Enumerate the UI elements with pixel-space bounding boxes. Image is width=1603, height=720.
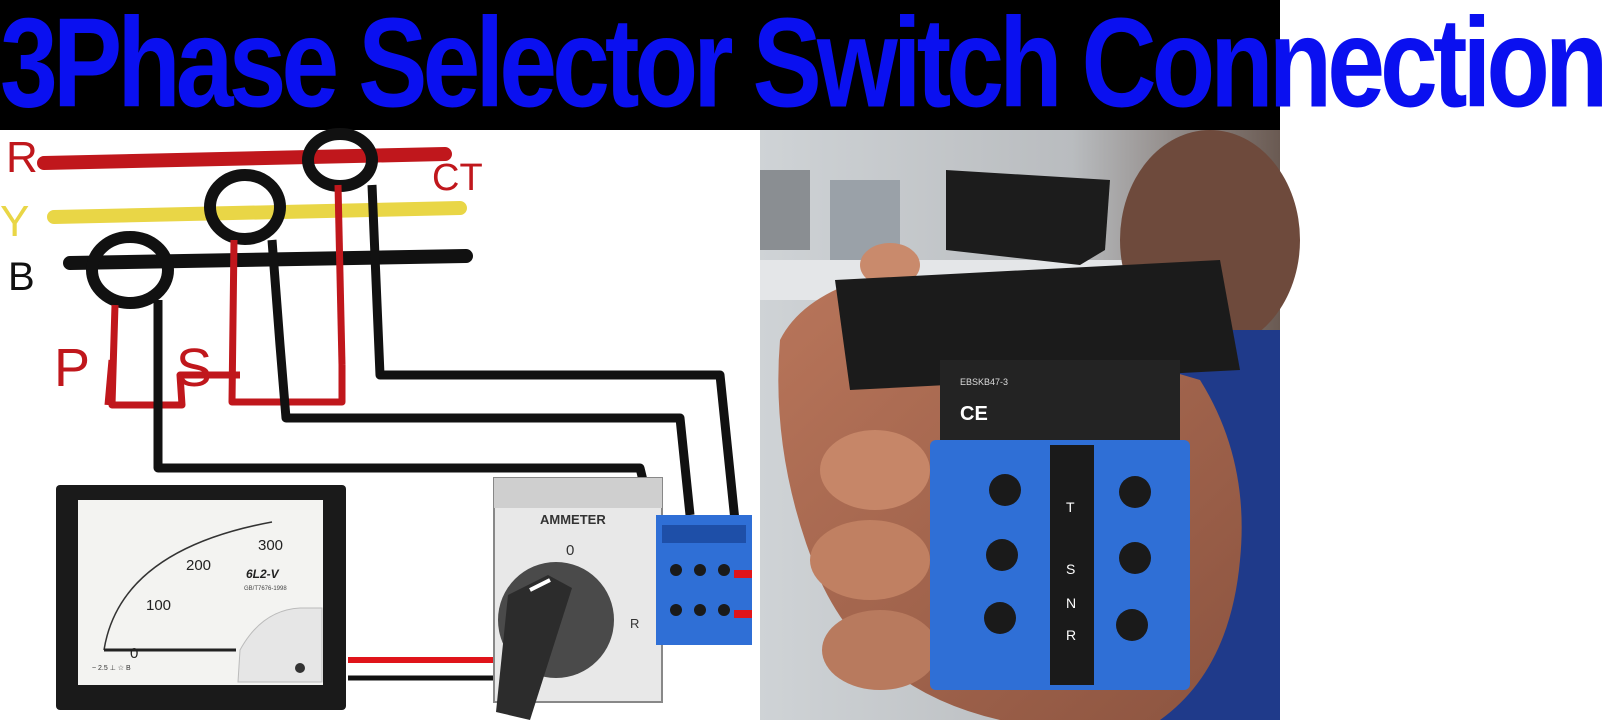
ct-label: CT [432,157,483,199]
photo-terminal-label-n: N [1066,595,1076,611]
selector-terminal-screw-4 [670,604,682,616]
photo-finger-2 [820,430,930,510]
ammeter-scale-0: 0 [130,645,138,662]
selector-position-0: 0 [566,542,574,559]
phase-y-bus [47,201,467,224]
photo-bg-device-1 [760,170,810,250]
photo-terminal-label-s: S [1066,561,1075,577]
photo-switch-handle [946,170,1110,265]
secondary-label: S [176,338,212,398]
selector-knob-handle [496,575,572,720]
page-title: 3Phase Selector Switch Connection [0,0,1603,135]
ct-ring-y [204,169,286,245]
photo-switch-ce: CE [960,403,988,425]
phase-b-bus [63,249,473,270]
selector-label: AMMETER [540,512,606,527]
ct-primary-lead-3 [334,184,346,366]
ammeter-standard: GB/T7676-1998 [244,586,287,592]
selector-red-wire-2 [734,610,752,618]
ammeter-screw [295,663,305,673]
selector-terminal-screw-3 [718,564,730,576]
selector-terminal-screw-5 [694,604,706,616]
phase-y-label: Y [0,197,29,246]
ammeter-scale-300: 300 [258,537,283,554]
photo-finger-4 [822,610,938,690]
phase-r-label: R [6,133,38,182]
ammeter-model: 6L2-V [246,567,280,581]
photo-finger-3 [810,520,930,600]
switch-photo-svg: CE EBSKB47-3 T S N R [760,130,1300,720]
selector-switch: AMMETER 0 R [493,477,752,720]
photo-terminal-label-strip [1050,445,1094,685]
selector-knob-pointer [529,578,551,592]
photo-finger-1 [860,243,920,287]
selector-position-r: R [630,616,639,631]
switch-photo: CE EBSKB47-3 T S N R [760,130,1300,720]
ct-secondary-wire-3 [367,184,743,551]
photo-switch-body [940,360,1180,440]
primary-label: P [54,338,90,398]
photo-terminal-label-r: R [1066,627,1076,643]
selector-terminal-screw-6 [718,604,730,616]
selector-terminal-row [662,525,746,543]
phase-r-bus [37,147,452,170]
selector-plate-header [494,478,662,508]
ammeter: 0 100 200 300 6L2-V GB/T7676-1998 ~ 2.5 … [56,485,346,710]
phase-b-label: B [8,255,35,299]
wiring-diagram: R Y B CT P S 0 100 200 [0,128,760,720]
title-banner: 3Phase Selector Switch Connection [0,0,1603,135]
ammeter-scale-100: 100 [146,597,171,614]
ammeter-specs: ~ 2.5 ⊥ ☆ B [92,664,131,672]
photo-switch-model: EBSKB47-3 [960,377,1008,387]
photo-terminal-screw-1 [989,474,1021,506]
wiring-diagram-svg: R Y B CT P S 0 100 200 [0,128,752,720]
photo-terminal-screw-2 [1119,476,1151,508]
ammeter-scale-200: 200 [186,557,211,574]
selector-terminal-screw-2 [694,564,706,576]
photo-terminal-screw-4 [1119,542,1151,574]
selector-terminal-screw-1 [670,564,682,576]
ct-secondary-wire-2 [267,239,695,516]
ct-primary-loop-left [104,359,116,406]
ammeter-scale-arc [103,521,273,651]
photo-terminal-screw-5 [984,602,1016,634]
selector-red-wire-1 [734,570,752,578]
ct-ring-b [86,231,174,309]
photo-switch-plate [835,260,1240,390]
photo-terminal-label-t: T [1066,499,1075,515]
photo-terminal-screw-6 [1116,609,1148,641]
photo-terminal-screw-3 [986,539,1018,571]
